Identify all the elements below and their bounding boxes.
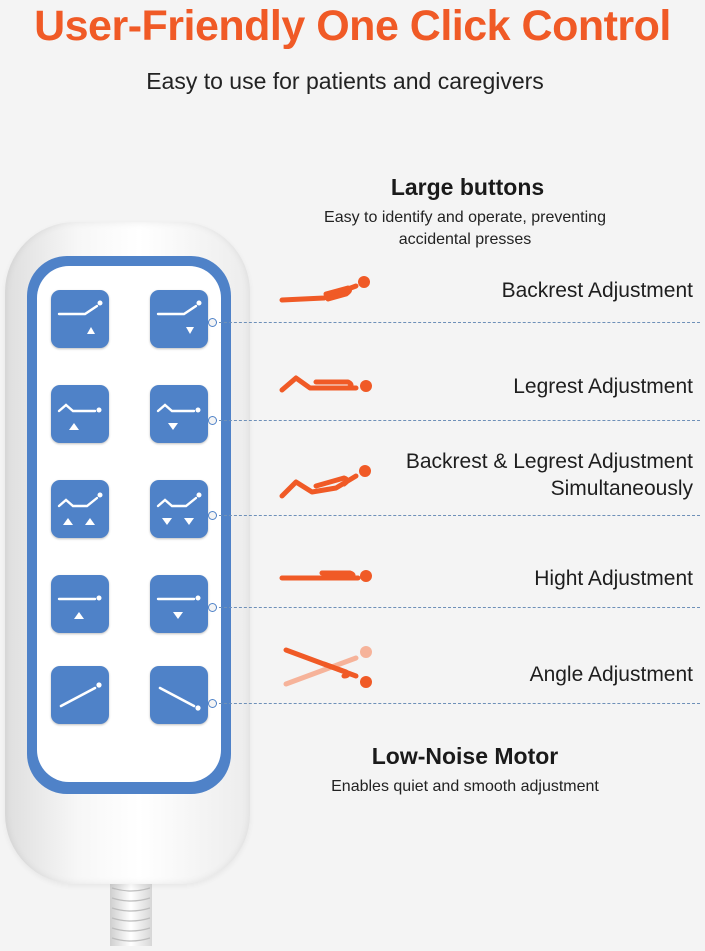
leader-dot-height (208, 603, 217, 612)
height-up-icon (57, 595, 102, 619)
legrest-up-button[interactable] (51, 385, 109, 443)
tilt-head-up-button[interactable] (51, 666, 109, 724)
low-noise-title: Low-Noise Motor (371, 743, 559, 769)
leader-dot-angle (208, 699, 217, 708)
leader-line-backrest (214, 322, 700, 323)
low-noise-description: Enables quiet and smooth adjustment (331, 778, 599, 795)
feature-label-angle: Angle Adjustment (529, 663, 693, 686)
backrest-down-icon (156, 300, 202, 334)
backrest-up-button[interactable] (51, 290, 109, 348)
backrest-up-icon (57, 300, 103, 334)
feature-label-legrest: Legrest Adjustment (513, 375, 693, 398)
page-title: User-Friendly One Click Control (34, 2, 671, 50)
tilt-head-down-icon (158, 686, 201, 711)
large-buttons-description-line2: accidental presses (398, 231, 532, 248)
large-buttons-description-line1: Easy to identify and operate, preventing (324, 209, 606, 226)
tilt-head-up-icon (59, 682, 102, 708)
feature-label-both-line1: Backrest & Legrest Adjustment (405, 450, 693, 473)
leader-line-height (214, 607, 700, 608)
legrest-down-icon (156, 403, 201, 430)
feature-label-both-line2: Simultaneously (550, 477, 693, 500)
leader-line-legrest (214, 420, 700, 421)
leader-dot-legrest (208, 416, 217, 425)
height-position-icon (279, 570, 372, 582)
backrest-position-icon (279, 276, 370, 303)
height-down-button[interactable] (150, 575, 208, 633)
tilt-head-down-button[interactable] (150, 666, 208, 724)
leader-dot-both (208, 511, 217, 520)
large-buttons-title: Large buttons (390, 174, 545, 200)
leader-line-both (214, 515, 700, 516)
legrest-position-icon (279, 375, 372, 393)
both-up-button[interactable] (51, 480, 109, 538)
legrest-down-button[interactable] (150, 385, 208, 443)
height-down-icon (156, 595, 201, 619)
page-subtitle: Easy to use for patients and caregivers (146, 68, 544, 94)
both-down-button[interactable] (150, 480, 208, 538)
legrest-up-icon (57, 403, 102, 430)
leader-dot-backrest (208, 318, 217, 327)
feature-label-both: Backrest & Legrest Adjustment Simultaneo… (406, 448, 693, 502)
height-up-button[interactable] (51, 575, 109, 633)
large-buttons-description: Easy to identify and operate, preventing… (260, 207, 670, 251)
leader-line-angle (214, 703, 700, 704)
both-up-icon (57, 492, 103, 525)
angle-position-icon (283, 646, 372, 688)
feature-label-height: Hight Adjustment (534, 567, 693, 590)
remote-cable (110, 880, 152, 946)
feature-label-backrest: Backrest Adjustment (501, 279, 693, 302)
backrest-legrest-position-icon (279, 465, 371, 499)
both-down-icon (156, 492, 202, 525)
backrest-down-button[interactable] (150, 290, 208, 348)
